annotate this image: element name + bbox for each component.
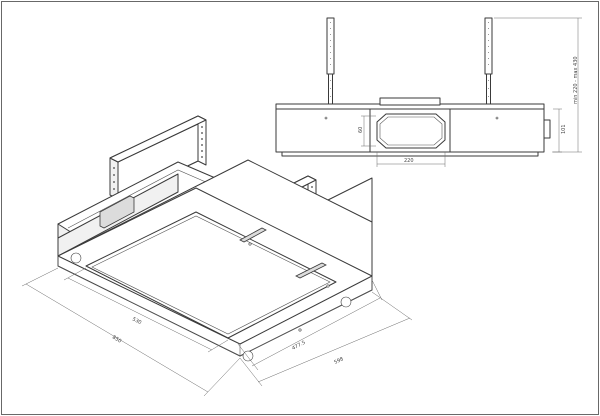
dim-body-height: 101 bbox=[561, 124, 567, 134]
dim-outer-depth: 850 bbox=[111, 335, 122, 345]
isometric-view bbox=[57, 115, 373, 362]
left-suspension-rod bbox=[326, 17, 335, 105]
dim-outer-width: 598 bbox=[333, 356, 344, 365]
right-suspension-rod bbox=[484, 17, 493, 105]
filter-panel bbox=[85, 211, 337, 339]
dim-outlet-width: 220 bbox=[404, 158, 414, 164]
front-elevation-view: 60 220 101 min 220 - max 430 bbox=[275, 17, 582, 167]
rear-mounting-bracket bbox=[109, 115, 207, 200]
dim-inner-depth: 530 bbox=[131, 316, 142, 326]
dim-outlet-height: 60 bbox=[358, 127, 364, 133]
dim-inner-width: 477.5 bbox=[291, 340, 306, 352]
side-outlet-left bbox=[99, 195, 135, 229]
dim-rod-range: min 220 - max 430 bbox=[573, 56, 579, 104]
